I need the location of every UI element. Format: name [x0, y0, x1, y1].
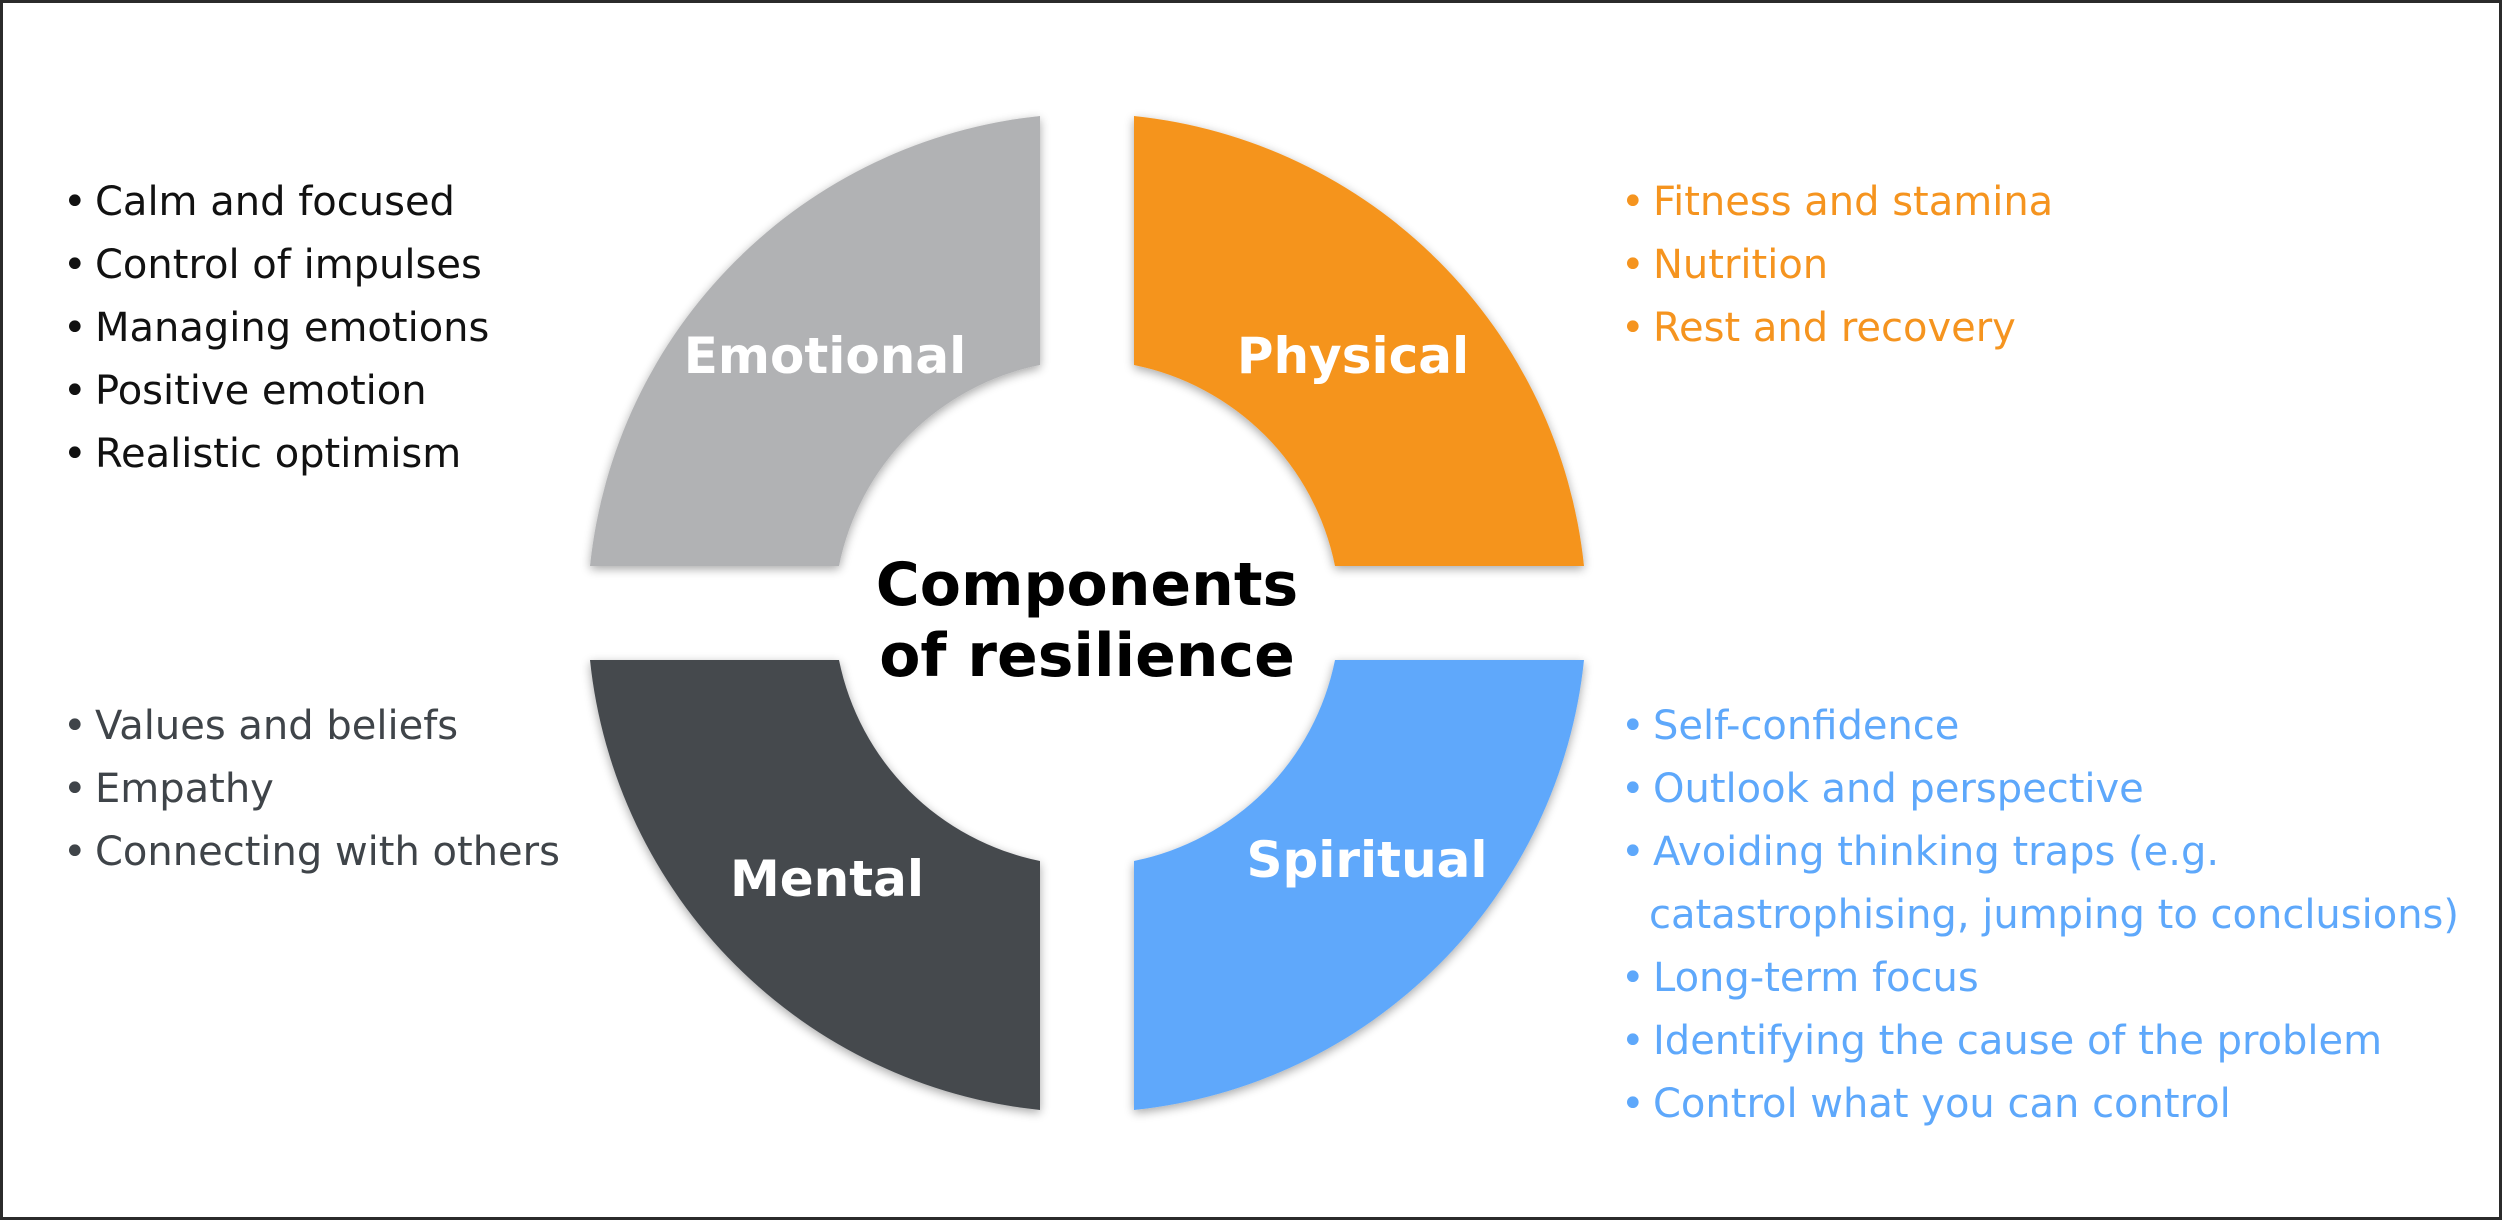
segment-label-spiritual: Spiritual	[1246, 831, 1487, 889]
list-item: Realistic optimism	[61, 423, 489, 486]
segment-label-emotional: Emotional	[684, 327, 966, 385]
center-title-line-2: of resilience	[879, 621, 1295, 691]
segment-physical	[1134, 116, 1584, 566]
list-item: Control what you can control	[1619, 1073, 2459, 1136]
list-item: Rest and recovery	[1619, 297, 2053, 360]
mental-list: Values and beliefs Empathy Connecting wi…	[61, 695, 560, 884]
list-item: Nutrition	[1619, 234, 2053, 297]
list-item: Connecting with others	[61, 821, 560, 884]
segment-label-physical: Physical	[1237, 327, 1469, 385]
list-item: Outlook and perspective	[1619, 758, 2459, 821]
segment-spiritual	[1134, 660, 1584, 1110]
list-item: Positive emotion	[61, 360, 489, 423]
list-item: Control of impulses	[61, 234, 489, 297]
spiritual-list: Self-confidence Outlook and perspective …	[1619, 695, 2459, 1136]
emotional-list: Calm and focused Control of impulses Man…	[61, 171, 489, 486]
list-item-continuation: catastrophising, jumping to conclusions)	[1649, 892, 2459, 938]
list-item: Managing emotions	[61, 297, 489, 360]
segment-mental	[590, 660, 1040, 1110]
resilience-ring: Emotional Physical Mental Spiritual Comp…	[590, 116, 1584, 1110]
segment-emotional	[590, 116, 1040, 566]
list-item: Identifying the cause of the problem	[1619, 1010, 2459, 1073]
list-item: Long-term focus	[1619, 947, 2459, 1010]
list-item: Self-confidence	[1619, 695, 2459, 758]
list-item: Calm and focused	[61, 171, 489, 234]
list-item: Fitness and stamina	[1619, 171, 2053, 234]
list-item: Avoiding thinking traps (e.g.	[1619, 821, 2459, 884]
list-item: Values and beliefs	[61, 695, 560, 758]
segment-label-mental: Mental	[730, 850, 924, 908]
physical-list: Fitness and stamina Nutrition Rest and r…	[1619, 171, 2053, 360]
list-item: Empathy	[61, 758, 560, 821]
center-title-line-1: Components	[876, 550, 1298, 620]
